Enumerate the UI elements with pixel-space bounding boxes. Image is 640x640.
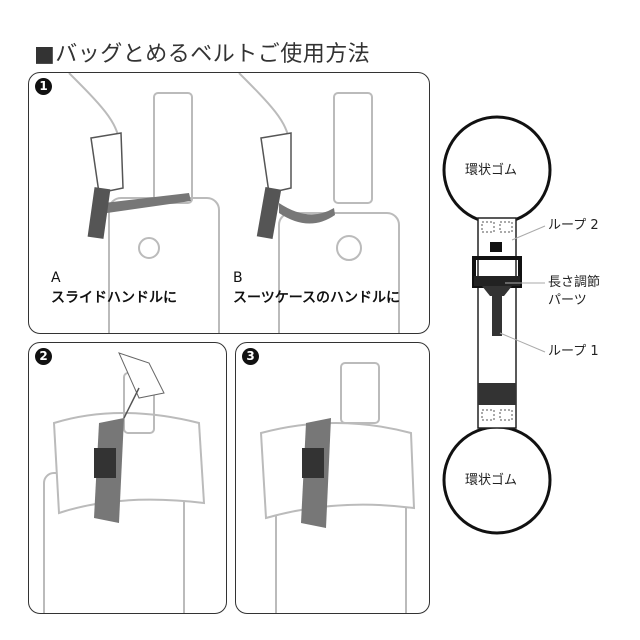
step-3-panel: 3	[235, 342, 430, 614]
option-b-text: スーツケースのハンドルに	[233, 290, 401, 306]
loop-2-stitch	[499, 221, 513, 233]
label-elastic-ring-bottom: 環状ゴム	[465, 473, 518, 488]
loop-2-tab	[490, 242, 502, 252]
option-b-letter: B	[233, 270, 243, 286]
page-title: ■バッグとめるベルトご使用方法	[34, 42, 371, 67]
buckle-lower	[482, 286, 512, 296]
option-a-letter: A	[51, 270, 61, 286]
strap-end-band	[478, 383, 516, 405]
step-1-panel: 1 A スライドハンドルに B スーツケースのハンドルに	[28, 72, 430, 334]
leader-line-loop2	[511, 225, 546, 241]
loop-2-stitch	[481, 221, 495, 233]
suitcase-illustration-step-3	[259, 362, 416, 613]
step-2-panel: 2	[28, 342, 227, 614]
loop-1-tab	[492, 296, 502, 336]
label-adjuster-line1: 長さ調節	[548, 275, 601, 290]
stitch	[499, 409, 513, 421]
option-a-text: スライドハンドルに	[51, 290, 177, 306]
length-adjuster-buckle	[472, 256, 522, 288]
step-number-badge: 1	[35, 78, 52, 95]
label-loop-2: ループ 2	[548, 218, 599, 233]
stitch	[481, 409, 495, 421]
step-number-badge: 2	[35, 348, 52, 365]
strap-body	[477, 217, 517, 429]
label-loop-1: ループ 1	[548, 344, 599, 359]
option-a-caption: A スライドハンドルに	[51, 268, 177, 308]
option-b-caption: B スーツケースのハンドルに	[233, 268, 400, 308]
step-number-badge: 3	[242, 348, 259, 365]
label-adjuster-line2: パーツ	[548, 293, 587, 308]
label-elastic-ring-top: 環状ゴム	[465, 163, 518, 178]
buckle-bar	[474, 276, 520, 286]
label-length-adjuster: 長さ調節 パーツ	[548, 274, 600, 310]
suitcase-illustration-a-b	[68, 73, 400, 333]
suitcase-illustration-step-2	[43, 352, 206, 613]
leader-line-loop1	[499, 332, 546, 353]
